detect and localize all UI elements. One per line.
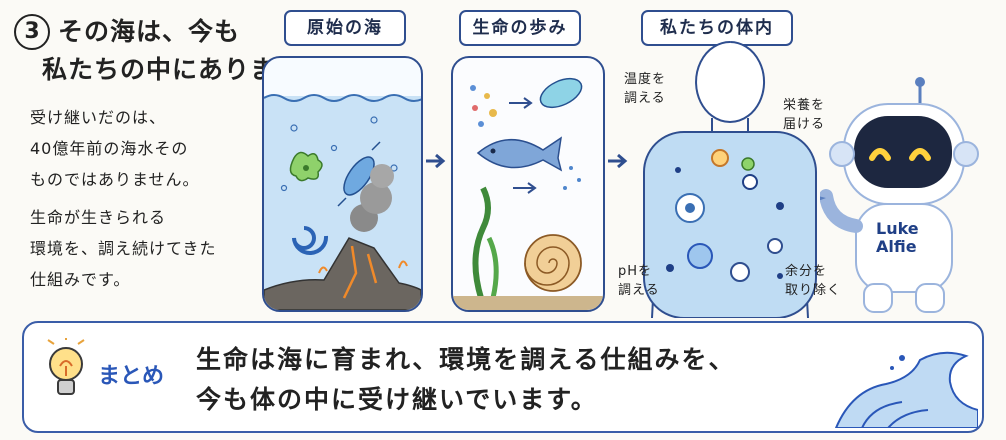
tag-primordial-ocean: 原始の海 [284, 10, 406, 46]
caption-line: 余分を [785, 264, 828, 279]
robot-name-line: Luke [876, 219, 919, 238]
caption-nutrients: 栄養を 届ける [783, 96, 825, 134]
caption-ph: pHを 調える [618, 262, 660, 300]
caption-line: pHを [618, 264, 653, 279]
paragraph-1: 受け継いだのは、 40億年前の海水その ものではありません。 [30, 102, 200, 195]
paragraph-2-line: 生命が生きられる [30, 208, 167, 227]
lightbulb-icon [44, 338, 88, 408]
paragraph-1-line: 受け継いだのは、 [30, 108, 167, 127]
microbe-icon [539, 77, 583, 109]
caption-line: 温度を [624, 72, 667, 87]
bacterium-icon [337, 141, 381, 207]
robot-name-line: Alfie [876, 237, 917, 256]
section-number: 3 [14, 14, 50, 50]
ammonite-icon [524, 234, 582, 292]
caption-line: 調える [618, 283, 660, 298]
robot-illustration [804, 77, 979, 313]
paragraph-1-line: 40億年前の海水その [30, 139, 189, 158]
caption-line: 栄養を [783, 98, 826, 113]
amoeba-icon [289, 151, 323, 182]
caption-temperature: 温度を 調える [624, 70, 666, 108]
paragraph-2-line: 環境を、調え続けてきた [30, 239, 217, 258]
body-illustration [630, 36, 830, 319]
tag-inside-our-body: 私たちの体内 [641, 10, 793, 46]
caption-line: 届ける [783, 117, 826, 132]
summary-label: まとめ [98, 364, 165, 389]
paragraph-2-line: 仕組みです。 [30, 270, 131, 289]
summary-line-2: 今も体の中に受け継いでいます。 [196, 385, 598, 414]
spiral-icon [292, 226, 329, 255]
particles-icon [470, 85, 497, 127]
paragraph-2: 生命が生きられる 環境を、調え続けてきた 仕組みです。 [30, 202, 217, 295]
panel-primordial-ocean [262, 56, 423, 312]
summary-box [22, 321, 984, 433]
caption-line: 調える [624, 91, 666, 106]
caption-line: 取り除く [785, 283, 842, 298]
arrow-right-icon [607, 152, 629, 174]
arrow-right-icon [425, 152, 447, 174]
title-line-2: 私たちの中にあります [42, 55, 303, 84]
volcano-icon [264, 164, 421, 310]
primordial-ocean-illustration [264, 94, 421, 310]
fish-icon [476, 136, 563, 172]
evolution-illustration [453, 77, 603, 310]
robot-name: Luke Alfie [876, 220, 919, 256]
cell-icon [666, 149, 784, 282]
caption-waste: 余分を 取り除く [785, 262, 841, 300]
title-line-1: その海は、今も [58, 17, 241, 46]
paragraph-1-line: ものではありません。 [30, 170, 200, 189]
wave-icon [832, 340, 979, 432]
summary-line-1: 生命は海に育まれ、環境を調える仕組みを、 [196, 345, 736, 374]
seaweed-icon [472, 186, 499, 299]
tag-evolution-of-life: 生命の歩み [459, 10, 581, 46]
panel-evolution-of-life [451, 56, 605, 312]
robot-mascot: Luke Alfie [804, 76, 980, 316]
